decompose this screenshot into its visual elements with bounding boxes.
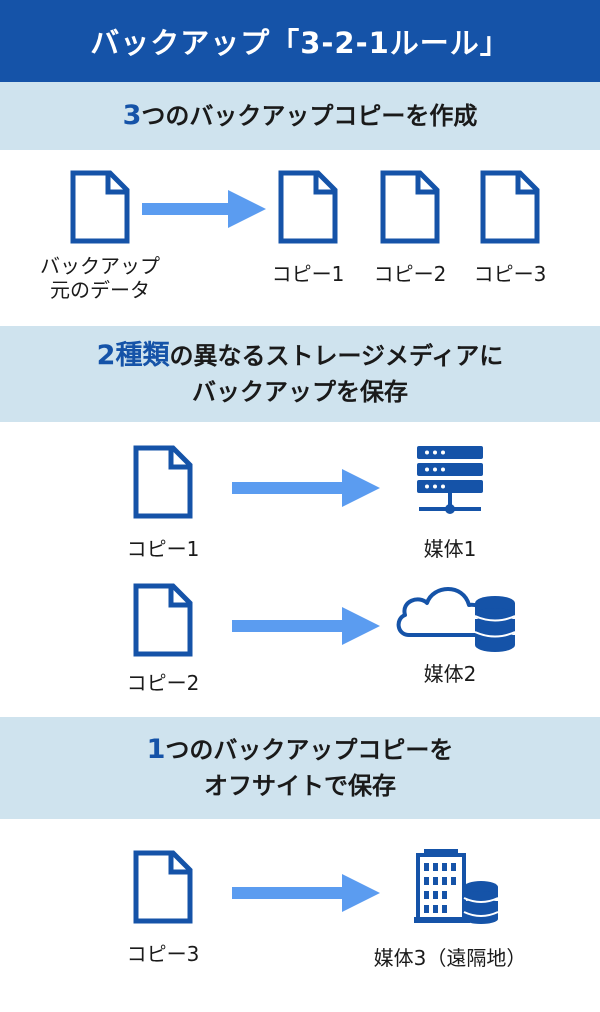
- section3-heading-text-line1: つのバックアップコピーを: [165, 736, 454, 764]
- copy2-document-icon: [380, 170, 440, 244]
- source-document-icon: [70, 170, 130, 244]
- arrow-right-icon: [232, 874, 380, 912]
- arrow-right-icon: [232, 469, 380, 507]
- section1-heading: 3つのバックアップコピーを作成: [0, 82, 600, 150]
- media2-label: 媒体2: [423, 662, 477, 686]
- section1-heading-number: 3: [122, 100, 142, 131]
- s3-copy3-label: コピー3: [126, 942, 200, 966]
- media3-label: 媒体3（遠隔地）: [373, 946, 527, 970]
- building-database-icon: [414, 849, 499, 924]
- cloud-database-icon: [396, 587, 516, 652]
- section2-heading: 2種類の異なるストレージメディアに バックアップを保存: [0, 326, 600, 422]
- section1-heading-text: つのバックアップコピーを作成: [141, 102, 478, 130]
- section3-heading: 1つのバックアップコピーを オフサイトで保存: [0, 717, 600, 819]
- page-title: バックアップ「3-2-1ルール」: [0, 0, 600, 82]
- server-rack-icon: [417, 446, 483, 514]
- copy3-document-icon: [480, 170, 540, 244]
- section3-heading-text-line2: オフサイトで保存: [204, 772, 396, 800]
- section2-heading-text-line1: の異なるストレージメディアに: [169, 342, 504, 370]
- section2-heading-text-line2: バックアップを保存: [192, 378, 408, 406]
- s2-copy1-label: コピー1: [126, 537, 200, 561]
- s2-copy1-document-icon: [133, 445, 193, 519]
- copy1-document-icon: [278, 170, 338, 244]
- s2-copy2-document-icon: [133, 583, 193, 657]
- copy2-label: コピー2: [373, 262, 447, 286]
- s3-copy3-document-icon: [133, 850, 193, 924]
- arrow-right-icon: [142, 190, 266, 228]
- s2-copy2-label: コピー2: [126, 671, 200, 695]
- section3-heading-number: 1: [146, 734, 166, 765]
- section2-heading-accent: 種類: [115, 340, 170, 371]
- section2-heading-number: 2: [96, 340, 116, 371]
- source-data-label: バックアップ 元のデータ: [40, 254, 160, 302]
- copy1-label: コピー1: [271, 262, 345, 286]
- media1-label: 媒体1: [423, 537, 477, 561]
- arrow-right-icon: [232, 607, 380, 645]
- copy3-label: コピー3: [473, 262, 547, 286]
